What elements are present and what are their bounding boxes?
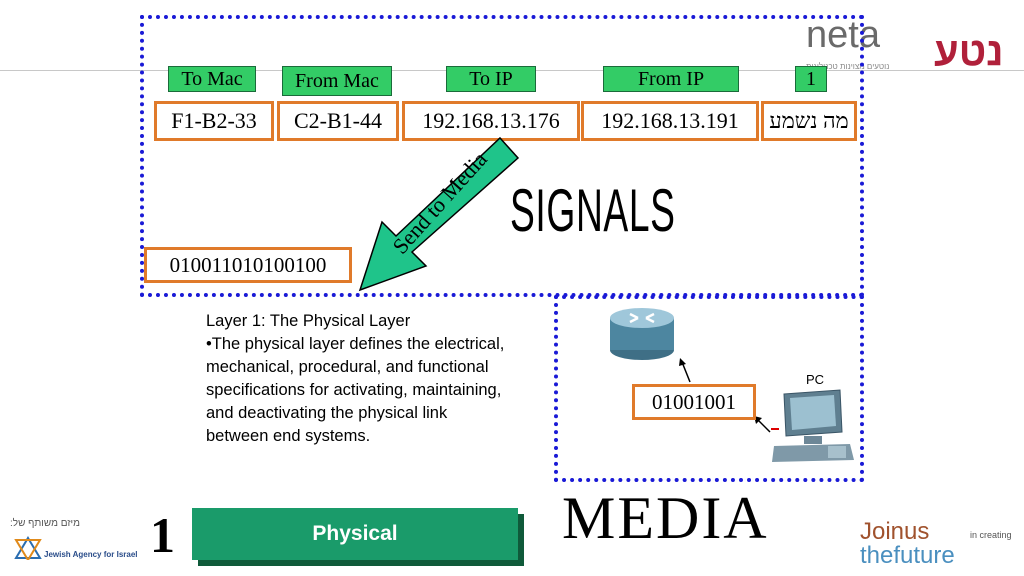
media-label: MEDIA (562, 485, 769, 551)
pc-label: PC (806, 372, 825, 387)
cell-from-ip: 192.168.13.191 (581, 101, 759, 141)
thefuture-text: thefuture (860, 542, 955, 569)
header-from-ip: From IP (603, 66, 739, 92)
cell-to-mac: F1-B2-33 (154, 101, 274, 141)
bits-short: 01001001 (632, 384, 756, 420)
pc-to-bits-arrow (754, 416, 771, 433)
header-to-mac: To Mac (168, 66, 256, 92)
layer-description: Layer 1: The Physical Layer •The physica… (206, 310, 506, 448)
send-to-media-arrow (358, 136, 520, 292)
pc-icon (772, 389, 854, 462)
signals-label: SIGNALS (510, 177, 676, 244)
bits-to-router-arrow (679, 358, 691, 383)
router-icon (610, 308, 674, 360)
description-body: •The physical layer defines the electric… (206, 335, 505, 445)
cell-from-mac: C2-B1-44 (277, 101, 399, 141)
cell-data: מה נשמע (761, 101, 857, 141)
in-creating-text: in creating (970, 530, 1012, 540)
header-to-ip: To IP (446, 66, 536, 92)
neta-logo: neta נטע נוטעים מצוינות טכנולוגית (806, 14, 1020, 76)
neta-logo-he: נטע (934, 30, 1004, 74)
layer-number: 1 (150, 507, 175, 563)
cell-to-ip: 192.168.13.176 (402, 101, 580, 141)
frame-media (554, 295, 864, 482)
description-title: Layer 1: The Physical Layer (206, 312, 411, 330)
joinus-logo: Joinus in creating thefuture (848, 518, 1024, 576)
header-data: 1 (795, 66, 827, 92)
jewish-agency-logo-icon (14, 536, 42, 560)
neta-logo-en: neta (806, 14, 880, 56)
pc-link-red-dash (771, 428, 779, 430)
joinus-text: Joinus (860, 518, 930, 545)
physical-layer-label: Physical (192, 508, 518, 560)
neta-logo-tagline: נוטעים מצוינות טכנולוגית (806, 62, 890, 71)
partners-label: מיזם משותף של: (10, 518, 81, 529)
frame-packet (140, 15, 864, 297)
jewish-agency-label: Jewish Agency for Israel (44, 550, 138, 559)
bits-long: 010011010100100 (144, 247, 352, 283)
header-from-mac: From Mac (282, 66, 392, 96)
